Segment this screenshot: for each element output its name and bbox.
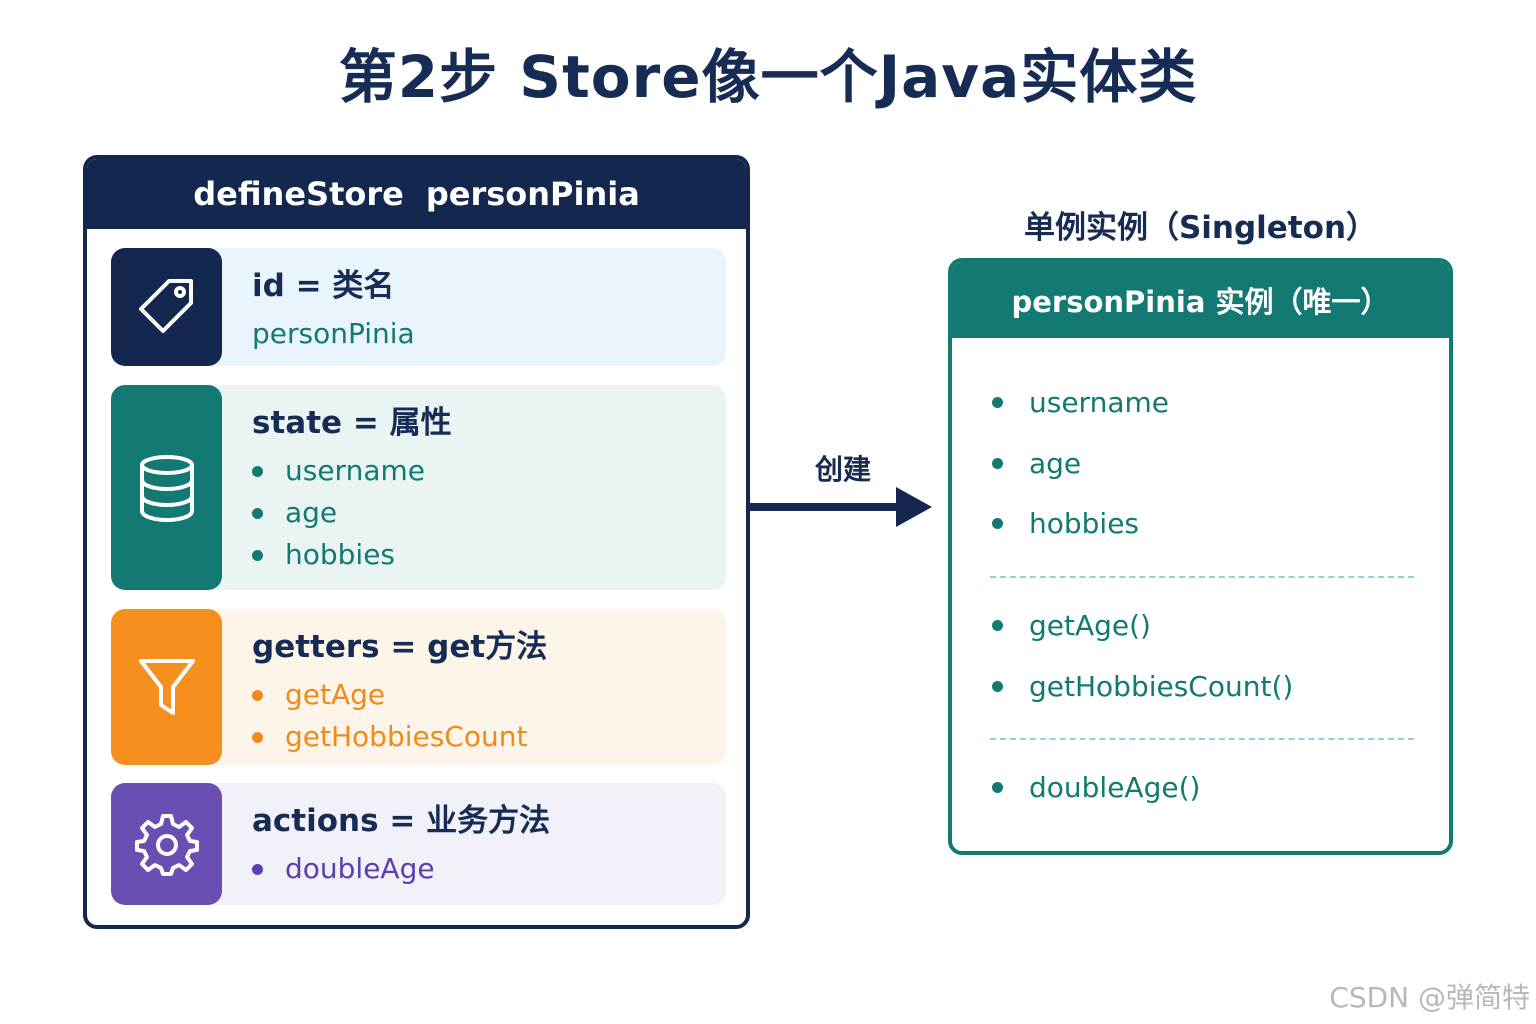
actions-row: actions = 业务方法 doubleAge bbox=[111, 783, 726, 905]
list-item: username bbox=[992, 386, 1169, 419]
list-item: age bbox=[992, 447, 1081, 480]
define-store-name: personPinia bbox=[425, 175, 640, 213]
arrow-label: 创建 bbox=[815, 453, 872, 486]
define-store-panel: defineStore personPinia id = 类名 personPi… bbox=[83, 155, 750, 929]
filter-icon bbox=[111, 609, 222, 765]
list-item: username bbox=[252, 450, 452, 492]
arrow-right-icon bbox=[748, 487, 932, 527]
bullet-icon bbox=[992, 782, 1003, 793]
bullet-icon bbox=[252, 507, 263, 519]
singleton-caption: 单例实例（Singleton） bbox=[1023, 210, 1378, 246]
bullet-icon bbox=[252, 689, 263, 701]
bullet-icon bbox=[992, 620, 1003, 631]
bullet-icon bbox=[992, 681, 1003, 692]
state-heading: state = 属性 bbox=[252, 405, 452, 441]
database-icon bbox=[111, 385, 222, 590]
list-item: hobbies bbox=[992, 507, 1139, 540]
getters-row: getters = get方法 getAge getHobbiesCount bbox=[111, 609, 726, 765]
list-item: doubleAge() bbox=[992, 771, 1200, 804]
instance-panel: personPinia 实例（唯一） username age hobbies … bbox=[948, 258, 1453, 855]
divider bbox=[990, 738, 1414, 740]
state-row: state = 属性 username age hobbies bbox=[111, 385, 726, 590]
define-store-header: defineStore personPinia bbox=[87, 159, 746, 229]
bullet-icon bbox=[252, 731, 263, 743]
actions-list: doubleAge bbox=[252, 848, 550, 890]
getters-list: getAge getHobbiesCount bbox=[252, 674, 547, 758]
gear-icon bbox=[111, 783, 222, 905]
tag-icon bbox=[111, 248, 222, 366]
bullet-icon bbox=[992, 397, 1003, 408]
list-item: getAge bbox=[252, 674, 547, 716]
bullet-icon bbox=[252, 863, 263, 875]
state-list: username age hobbies bbox=[252, 450, 452, 576]
actions-heading: actions = 业务方法 bbox=[252, 803, 551, 839]
instance-header: personPinia 实例（唯一） bbox=[952, 262, 1449, 338]
watermark: CSDN @弹简特 bbox=[1329, 981, 1530, 1014]
define-store-keyword: defineStore bbox=[193, 175, 404, 213]
list-item: age bbox=[252, 492, 452, 534]
bullet-icon bbox=[992, 458, 1003, 469]
bullet-icon bbox=[252, 549, 263, 561]
page-title: 第2步 Store像一个Java实体类 bbox=[338, 43, 1198, 111]
bullet-icon bbox=[252, 465, 263, 477]
id-heading: id = 类名 bbox=[252, 268, 395, 304]
list-item: getAge() bbox=[992, 609, 1151, 642]
list-item: getHobbiesCount bbox=[252, 716, 547, 758]
list-item: hobbies bbox=[252, 534, 452, 576]
list-item: doubleAge bbox=[252, 848, 550, 890]
bullet-icon bbox=[992, 518, 1003, 529]
getters-heading: getters = get方法 bbox=[252, 629, 548, 665]
list-item: getHobbiesCount() bbox=[992, 670, 1293, 703]
id-row: id = 类名 personPinia bbox=[111, 248, 726, 366]
id-value: personPinia bbox=[252, 317, 415, 351]
divider bbox=[990, 576, 1414, 578]
